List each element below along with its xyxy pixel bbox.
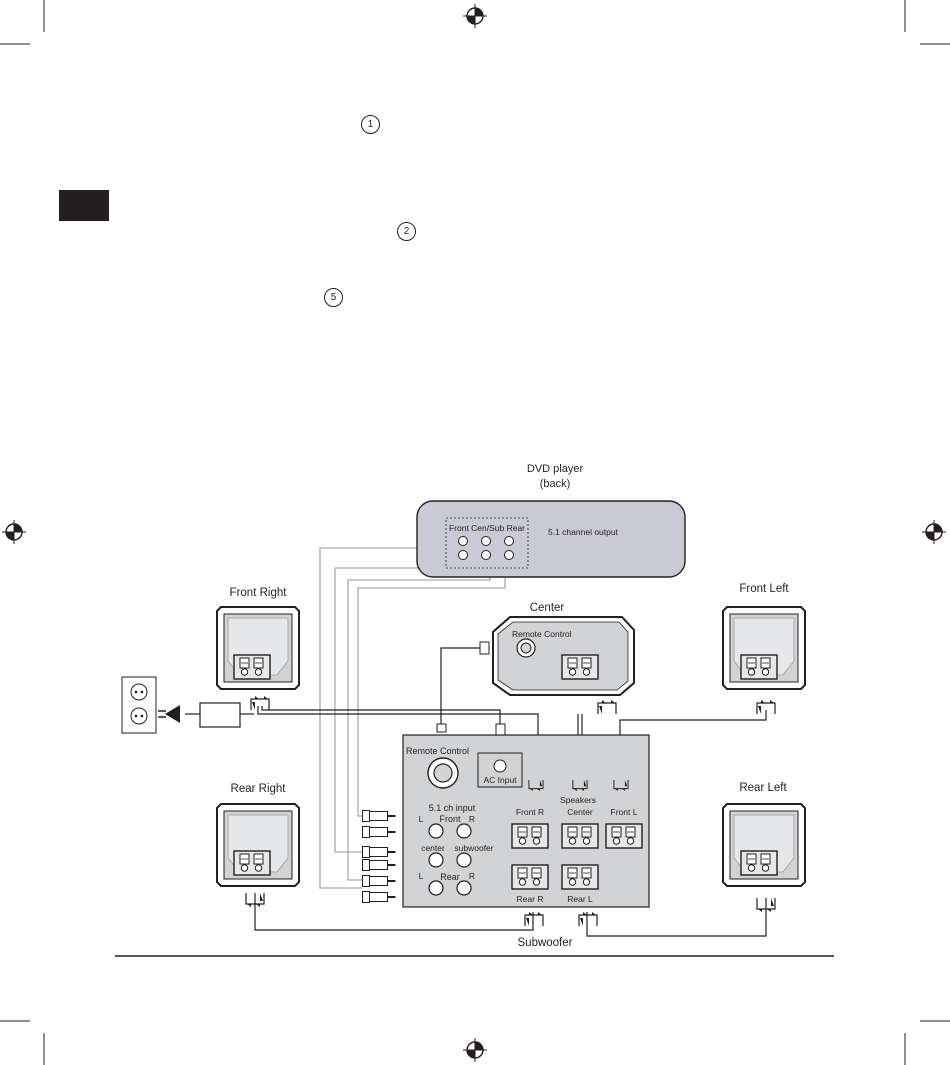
front-right-label: Front Right <box>230 587 288 599</box>
terminal-rear-r <box>512 865 548 889</box>
front-left-label: Front Left <box>739 583 789 595</box>
input-subwoofer: subwoofer <box>454 843 493 853</box>
input-rear-l: L <box>419 871 424 881</box>
speakers-label: Speakers <box>560 795 596 805</box>
input-front: Front <box>439 814 461 824</box>
dvd-player-title: DVD player <box>527 463 584 475</box>
out-rear-l-label: Rear L <box>567 894 593 904</box>
terminal-front-r <box>512 824 548 848</box>
power-adapter <box>200 703 240 727</box>
center-label: Center <box>530 602 565 614</box>
input-center: center <box>421 843 445 853</box>
speaker-rear-right: Rear Right <box>217 783 299 907</box>
speaker-front-right: Front Right <box>217 587 299 710</box>
speaker-center: Center Remote Control <box>493 602 634 714</box>
subwoofer-label: Subwoofer <box>518 937 573 949</box>
crosshair-right-icon <box>922 520 946 544</box>
input-front-r: R <box>469 814 475 824</box>
dvd-player-panel: DVD player (back) Front Cen/Sub Rear 5.1… <box>417 463 685 577</box>
input-section-label: 5.1 ch input <box>429 803 476 813</box>
speaker-front-left: Front Left <box>723 583 805 714</box>
output-label: 5.1 channel output <box>548 527 619 537</box>
dvd-player-subtitle: (back) <box>540 478 571 490</box>
rca-plugs <box>363 811 396 903</box>
speaker-rear-left: Rear Left <box>723 782 805 912</box>
rear-right-label: Rear Right <box>231 783 287 795</box>
wall-outlet <box>122 677 180 733</box>
out-center-label: Center <box>567 807 593 817</box>
terminal-front-l <box>606 824 642 848</box>
output-group-label: Front Cen/Sub Rear <box>449 523 525 533</box>
crosshair-bottom-icon <box>463 1038 487 1062</box>
rear-left-label: Rear Left <box>739 782 787 794</box>
sub-remote-label: Remote Control <box>406 746 469 756</box>
out-rear-r-label: Rear R <box>517 894 544 904</box>
crosshair-top-icon <box>463 4 487 28</box>
input-front-l: L <box>419 814 424 824</box>
terminal-center <box>562 824 598 848</box>
ac-input-label: AC Input <box>483 775 517 785</box>
terminal-rear-l <box>562 865 598 889</box>
subwoofer-panel: Remote Control AC Input 5.1 ch input L F… <box>403 735 649 926</box>
out-front-r-label: Front R <box>516 807 544 817</box>
crosshair-left-icon <box>2 520 26 544</box>
center-remote-label: Remote Control <box>512 629 572 639</box>
input-rear-r: R <box>469 871 475 881</box>
out-front-l-label: Front L <box>611 807 638 817</box>
input-rear: Rear <box>440 872 460 882</box>
